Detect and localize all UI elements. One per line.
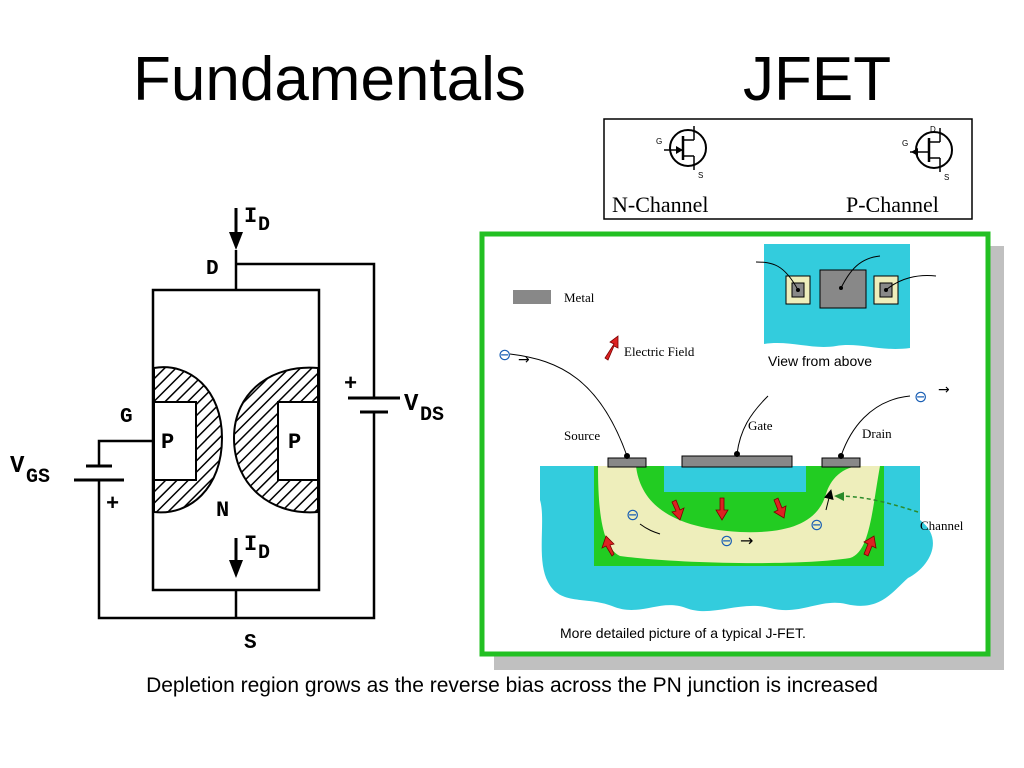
vgs-label: V (10, 453, 25, 480)
n-channel-symbol (664, 126, 707, 170)
view-from-above-label: View from above (768, 353, 872, 369)
electron-drain: ⊖ (914, 387, 927, 406)
gate-wire (97, 439, 154, 466)
right-p-region (277, 401, 319, 481)
gate-contact (681, 455, 793, 468)
gate-label-cross: Gate (748, 418, 773, 433)
vds-subscript: DS (420, 404, 444, 427)
jfet-circuit: I D D + V DS P P N I D (10, 204, 444, 655)
gate-region (664, 466, 806, 492)
drain-label-cross: Drain (862, 426, 892, 441)
drain-wire (236, 262, 376, 398)
n-symbol-s: S (698, 171, 703, 180)
electric-field-arrows (601, 497, 877, 557)
vds-label: V (404, 391, 419, 418)
n-channel-region (598, 466, 880, 564)
electron-channel-3: ⊖ (810, 515, 823, 534)
vds-return-wire (236, 412, 376, 620)
drain-contact (821, 457, 861, 468)
id-bottom-label: I (244, 532, 257, 557)
metal-legend-label: Metal (564, 290, 595, 305)
figure-caption: More detailed picture of a typical J-FET… (560, 625, 806, 641)
id-bottom-arrow (229, 538, 243, 578)
vds-battery (348, 396, 400, 414)
n-symbol-g: G (656, 137, 662, 146)
source-label-cross: Source (564, 428, 600, 443)
gate-label: G (120, 406, 133, 429)
vgs-return-wire (97, 480, 236, 620)
right-p-label: P (288, 430, 301, 455)
n-channel-label: N-Channel (612, 192, 709, 217)
view-from-above-inset (755, 244, 937, 349)
electron-channel-2: ⊖ (720, 531, 733, 550)
n-region-label: N (216, 498, 229, 523)
electron-channel-1: ⊖ (626, 505, 639, 524)
p-symbol-s: S (944, 173, 949, 182)
electron-source-arrow: → (518, 352, 530, 368)
left-p-label: P (161, 430, 174, 455)
metal-legend-swatch (513, 290, 551, 304)
id-top-label: I (244, 204, 257, 229)
source-label: S (244, 632, 257, 655)
left-p-region (153, 401, 197, 481)
title-fundamentals: Fundamentals (133, 45, 526, 114)
title-jfet: JFET (743, 45, 892, 114)
vgs-battery (74, 464, 124, 482)
vgs-subscript: GS (26, 466, 50, 489)
jfet-symbols-box: G S N-Channel G D S P-Channel (603, 118, 973, 220)
channel-label-cross: Channel (920, 518, 964, 533)
slide-title: Fundamentals JFET (0, 44, 1024, 124)
electron-channel-2-arrow: → (740, 531, 753, 550)
p-channel-symbol (910, 128, 953, 172)
drain-wire-top (840, 395, 911, 457)
jfet-cross-section-figure: Metal Electric Field View from above (479, 231, 1004, 670)
p-channel-label: P-Channel (846, 192, 939, 217)
electric-field-legend-icon (604, 335, 619, 361)
p-symbol-g: G (902, 139, 908, 148)
vgs-plus: + (106, 492, 119, 517)
id-top-arrow (229, 208, 243, 250)
slide-caption: Depletion region grows as the reverse bi… (146, 674, 878, 697)
id-bottom-subscript: D (258, 542, 270, 565)
id-top-subscript: D (258, 214, 270, 237)
source-wire (509, 353, 628, 457)
electron-source: ⊖ (498, 345, 511, 364)
electron-drain-arrow: → (938, 382, 950, 398)
vds-plus: + (344, 372, 357, 397)
electric-field-legend-label: Electric Field (624, 344, 695, 359)
source-contact (607, 457, 647, 468)
drain-label: D (206, 258, 219, 281)
gate-wire-top (736, 395, 769, 455)
p-symbol-d: D (930, 125, 936, 134)
